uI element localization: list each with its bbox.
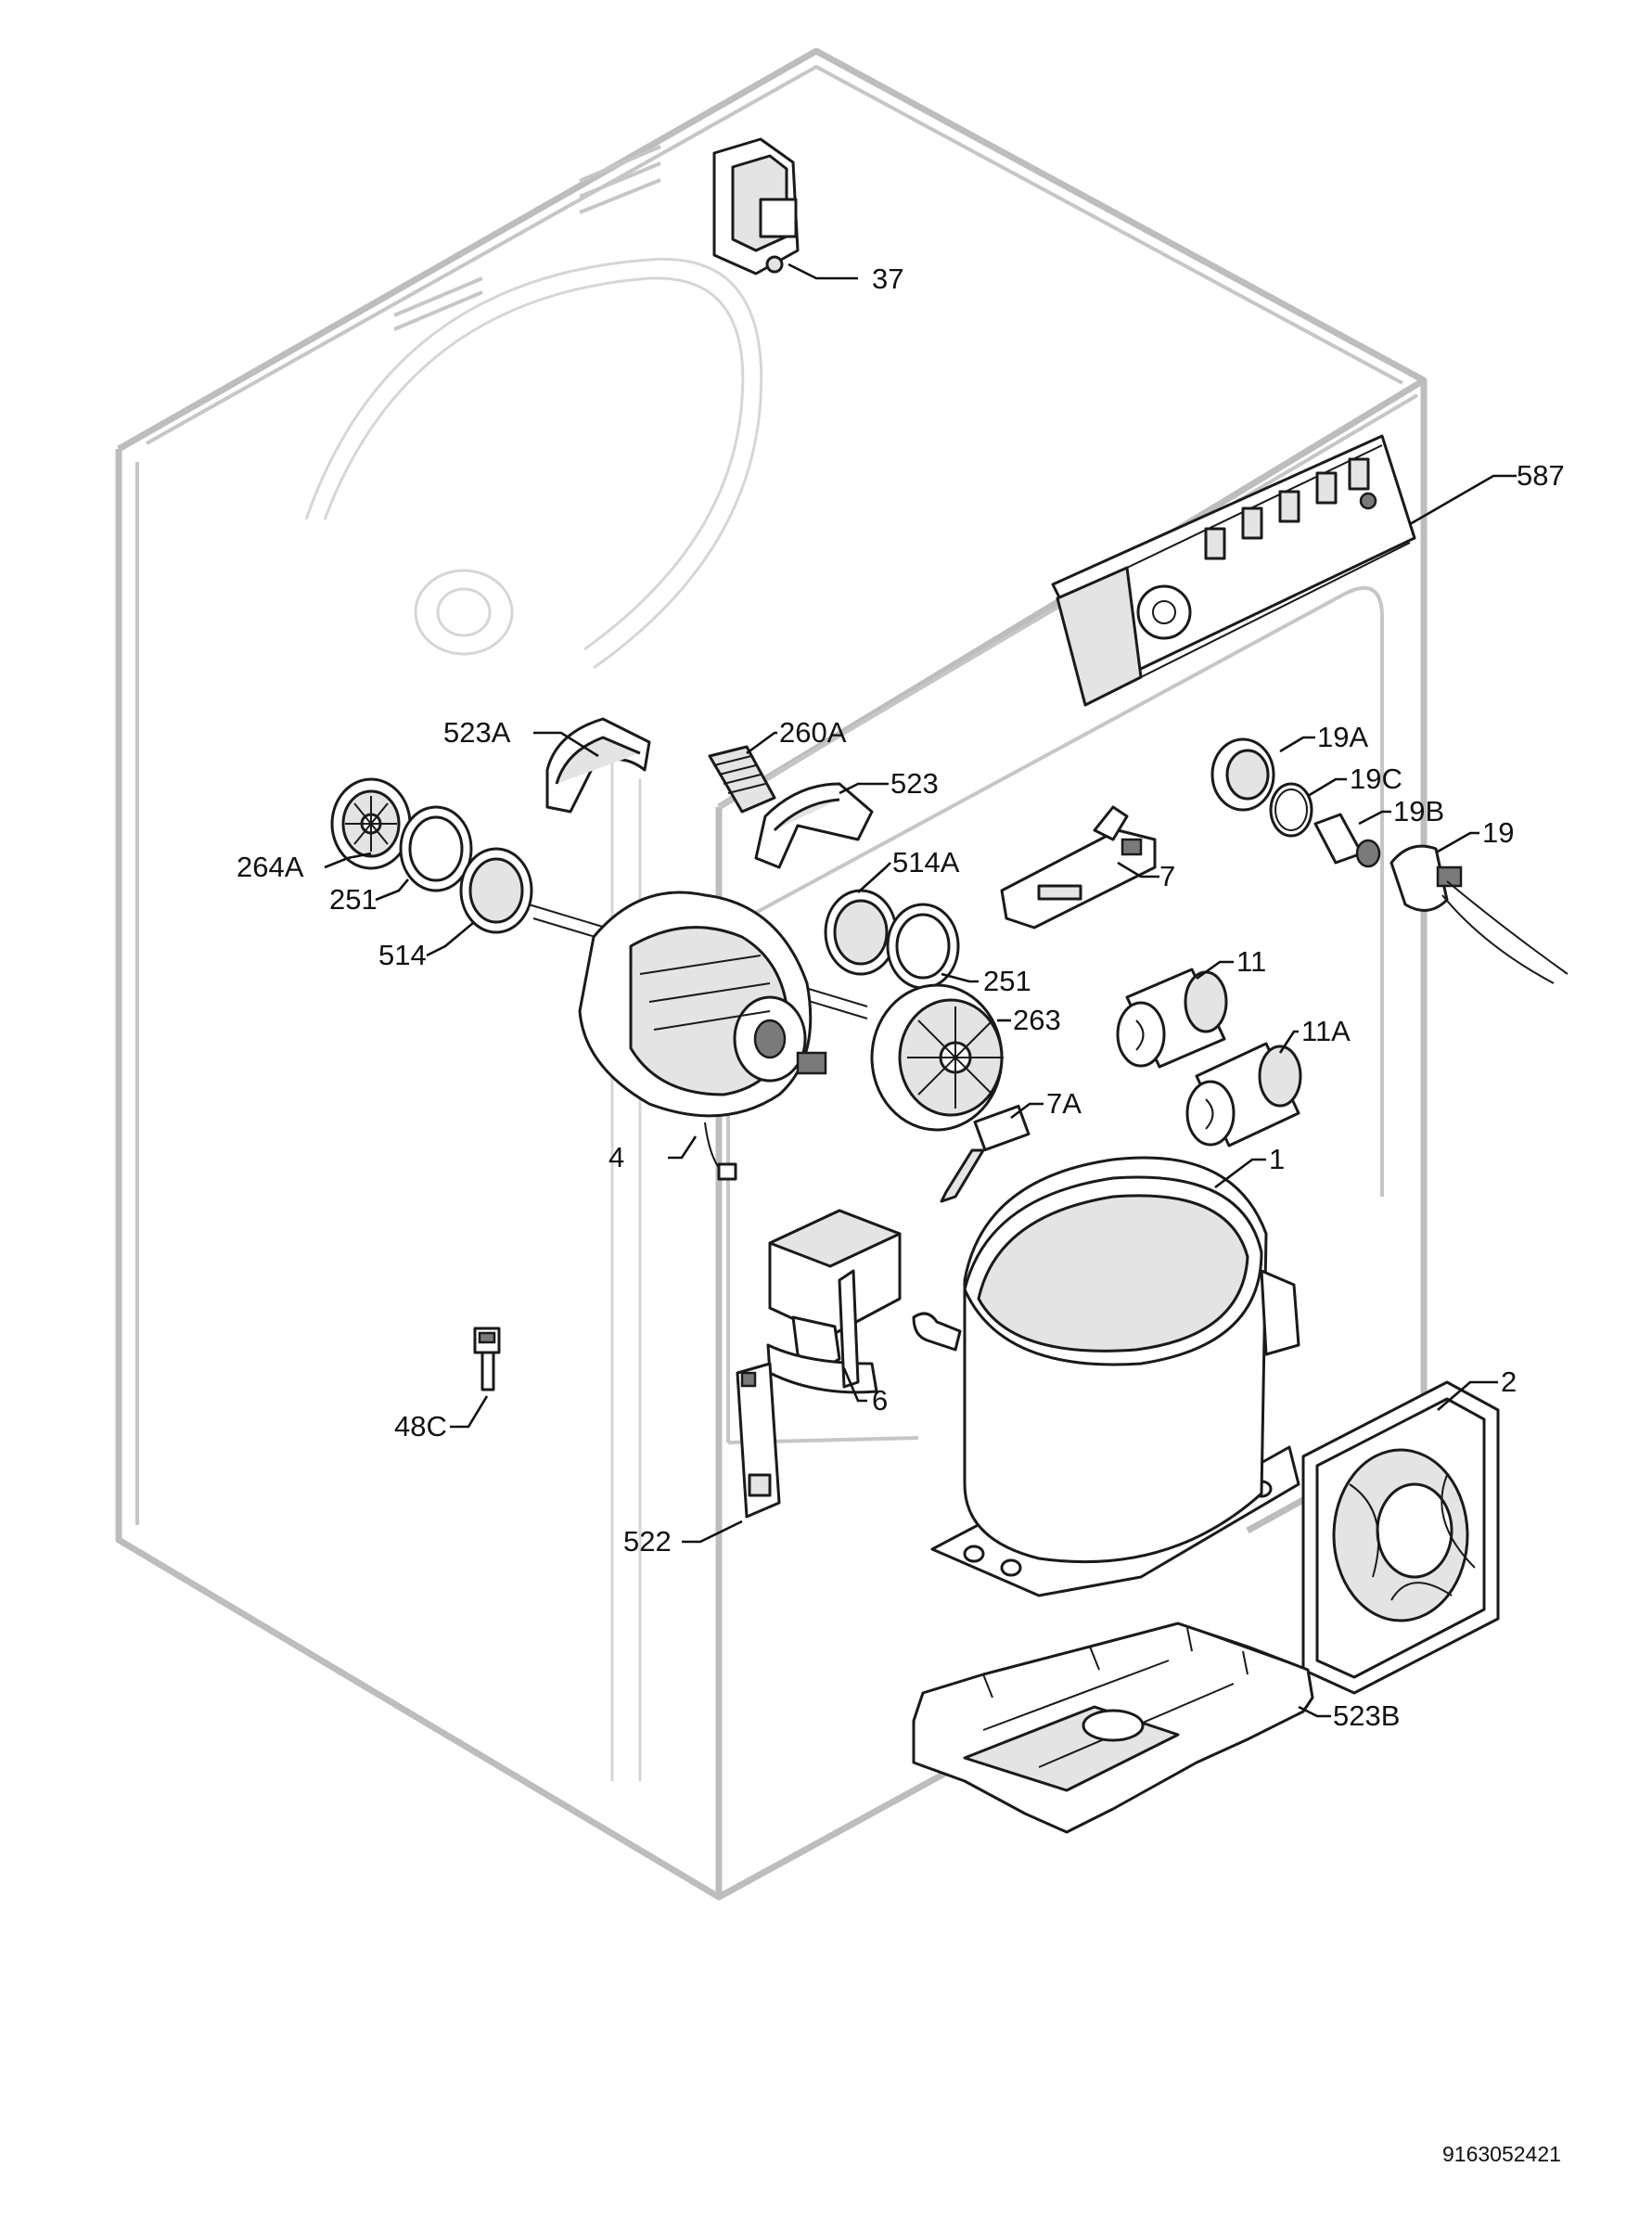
- part-251-ring-right: [886, 903, 960, 990]
- part-19A-ring: [1210, 737, 1275, 812]
- part-2-fan: [1301, 1380, 1500, 1695]
- label-514: 514: [378, 939, 427, 971]
- drawing-number: 9163052421: [1442, 2142, 1561, 2166]
- label-522: 522: [623, 1525, 672, 1558]
- label-263: 263: [1013, 1004, 1061, 1036]
- part-1-compressor: [912, 1156, 1300, 1597]
- label-264A: 264A: [237, 851, 304, 883]
- label-6: 6: [872, 1384, 888, 1417]
- part-labels: 37 587 523A 260A 523 264A 251 514 514A 2…: [237, 263, 1565, 1732]
- label-19B: 19B: [1393, 795, 1444, 827]
- label-1: 1: [1269, 1143, 1285, 1175]
- label-2: 2: [1501, 1366, 1517, 1398]
- part-6-pump: [766, 1209, 902, 1394]
- label-251-right: 251: [983, 965, 1031, 997]
- part-587-control-board: [1051, 434, 1416, 707]
- part-7A-microswitch: [940, 1104, 1031, 1203]
- part-263-pulley: [870, 983, 1004, 1132]
- label-523: 523: [890, 767, 939, 800]
- part-514A-ring: [824, 889, 898, 976]
- label-11A: 11A: [1301, 1015, 1351, 1047]
- label-251-left: 251: [329, 883, 378, 916]
- part-7-switch: [1000, 805, 1157, 930]
- part-523A-bracket: [545, 717, 651, 814]
- part-260A-spring: [708, 745, 776, 814]
- part-522-bracket: [736, 1362, 781, 1519]
- label-523B: 523B: [1333, 1699, 1400, 1732]
- part-11A-capacitor: [1185, 1042, 1302, 1148]
- label-48C: 48C: [394, 1410, 447, 1442]
- label-19: 19: [1482, 816, 1514, 849]
- label-7: 7: [1159, 860, 1175, 892]
- part-4-motor: [528, 891, 868, 1181]
- label-587: 587: [1517, 459, 1565, 492]
- part-251-ring-left: [399, 805, 473, 892]
- part-19C-oring: [1269, 782, 1313, 838]
- label-514A: 514A: [892, 846, 960, 878]
- part-523B-base-tray: [912, 1622, 1314, 1834]
- label-7A: 7A: [1046, 1087, 1082, 1120]
- part-48C-sensor: [473, 1327, 501, 1391]
- label-523A: 523A: [443, 716, 511, 749]
- part-19-lamp-holder: [1389, 844, 1569, 984]
- part-523-bracket: [754, 782, 874, 869]
- part-514-ring: [459, 847, 533, 934]
- label-19C: 19C: [1350, 763, 1402, 795]
- part-264A-pulley: [330, 777, 412, 870]
- part-37-switch: [712, 137, 800, 276]
- label-19A: 19A: [1317, 721, 1368, 753]
- part-19B-bulb: [1313, 813, 1381, 868]
- label-11: 11: [1236, 945, 1266, 978]
- leader-lines: [324, 263, 1517, 1718]
- part-11-capacitor: [1116, 968, 1228, 1069]
- label-4: 4: [608, 1141, 624, 1173]
- label-260A: 260A: [779, 716, 847, 749]
- label-37: 37: [872, 263, 903, 295]
